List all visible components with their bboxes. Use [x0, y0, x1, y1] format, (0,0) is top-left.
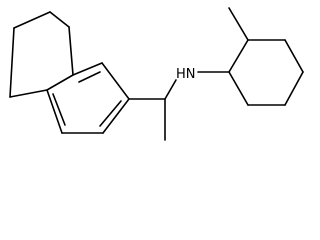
double-bond-inner-3 [52, 93, 66, 126]
bond-c5-c6 [102, 98, 130, 134]
double-bond-inner-1 [78, 71, 101, 83]
bond-cy6-cy1 [228, 71, 249, 106]
bond-c9-c10 [9, 27, 15, 98]
amine-label: HN [176, 67, 196, 82]
bond-c3-c7a [46, 74, 74, 91]
bond-c4-c5 [101, 62, 130, 100]
bond-cy4-cy5 [284, 71, 304, 106]
bond-c1-c2 [49, 11, 70, 28]
bond-c3a-c4 [72, 62, 103, 76]
bond-c1-c9 [13, 11, 51, 29]
bond-cy3-cy4 [284, 39, 304, 73]
bond-c7-c7a [46, 89, 63, 134]
bond-cy1-cy2 [228, 39, 249, 73]
bond-c2-c3 [68, 26, 74, 76]
bond-ch-nh [164, 79, 177, 100]
molecule-canvas: HN [9, 7, 304, 141]
structure-diagram: HN [9, 7, 304, 141]
double-bond-inner-2 [99, 100, 122, 127]
bond-cy2-methyl [228, 7, 249, 41]
bond-c10-c7a [9, 89, 48, 98]
